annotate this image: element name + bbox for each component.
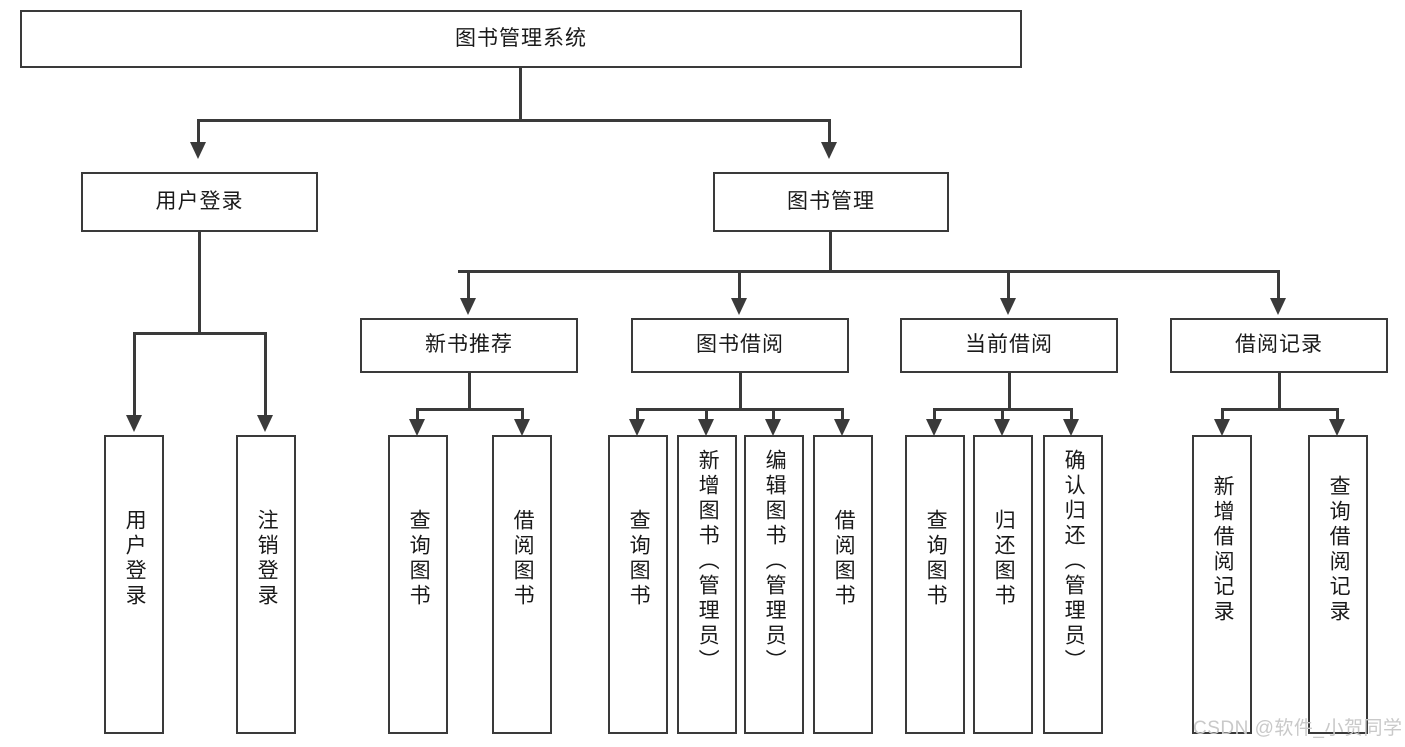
leaf-logout[interactable]: 注销登录 [236, 435, 296, 734]
leaf-query-book-2-label: 查询图书 [627, 509, 651, 609]
leaf-add-record-label: 新增借阅记录 [1211, 475, 1235, 625]
leaf-user-login-label: 用户登录 [123, 509, 147, 609]
node-user-login[interactable]: 用户登录 [81, 172, 318, 232]
leaf-query-record[interactable]: 查询借阅记录 [1308, 435, 1368, 734]
connector-user-login-bar [133, 332, 267, 335]
connector-current-borrow-stem [1008, 373, 1011, 409]
connector-book-borrow-drop-4 [841, 408, 844, 422]
arrowhead-leaf-add-book [698, 419, 714, 436]
connector-book-borrow-drop-1 [636, 408, 639, 422]
arrowhead-leaf-edit-book [765, 419, 781, 436]
connector-user-login-drop-1 [133, 332, 136, 418]
arrowhead-leaf-query-book-3 [926, 419, 942, 436]
connector-book-manage-stem [829, 232, 832, 272]
leaf-query-book-3-label: 查询图书 [924, 509, 948, 609]
arrowhead-leaf-user-login [126, 415, 142, 432]
arrowhead-leaf-query-book-1 [409, 419, 425, 436]
connector-current-borrow-drop-2 [1001, 408, 1004, 422]
leaf-query-book-2[interactable]: 查询图书 [608, 435, 668, 734]
leaf-query-book-3[interactable]: 查询图书 [905, 435, 965, 734]
leaf-confirm-return-label: 确认归还（管理员） [1062, 449, 1086, 674]
arrowhead-book-borrow [731, 298, 747, 315]
arrowhead-user-login [190, 142, 206, 159]
connector-root-to-user-login [197, 119, 200, 144]
connector-root-to-book-manage [828, 119, 831, 144]
arrowhead-leaf-confirm-return [1063, 419, 1079, 436]
connector-to-new-book-rec [467, 270, 470, 300]
connector-current-borrow-drop-1 [933, 408, 936, 422]
node-user-login-label: 用户登录 [155, 189, 244, 213]
node-new-book-rec[interactable]: 新书推荐 [360, 318, 578, 373]
arrowhead-leaf-borrow-book-1 [514, 419, 530, 436]
connector-borrow-record-drop-2 [1336, 408, 1339, 422]
node-new-book-rec-label: 新书推荐 [425, 333, 513, 357]
connector-new-book-rec-stem [468, 373, 471, 409]
connector-current-borrow-drop-3 [1070, 408, 1073, 422]
connector-new-book-rec-bar [416, 408, 524, 411]
leaf-query-record-label: 查询借阅记录 [1327, 475, 1351, 625]
arrowhead-leaf-return-book [994, 419, 1010, 436]
csdn-watermark: CSDN @软件_小贺同学 [1193, 718, 1403, 739]
connector-book-borrow-bar [636, 408, 844, 411]
node-root-label: 图书管理系统 [455, 26, 587, 50]
node-book-borrow-label: 图书借阅 [696, 333, 784, 357]
leaf-logout-label: 注销登录 [255, 509, 279, 609]
leaf-borrow-book-1-label: 借阅图书 [511, 509, 535, 609]
leaf-edit-book[interactable]: 编辑图书（管理员） [744, 435, 804, 734]
connector-book-manage-bar [458, 270, 1280, 273]
node-borrow-record-label: 借阅记录 [1235, 333, 1323, 357]
node-book-manage-label: 图书管理 [787, 189, 875, 213]
arrowhead-leaf-logout [257, 415, 273, 432]
arrowhead-leaf-borrow-book-2 [834, 419, 850, 436]
node-root[interactable]: 图书管理系统 [20, 10, 1022, 68]
node-book-borrow[interactable]: 图书借阅 [631, 318, 849, 373]
arrowhead-leaf-query-record [1329, 419, 1345, 436]
connector-root-stem [519, 68, 522, 120]
connector-borrow-record-bar [1221, 408, 1339, 411]
leaf-user-login[interactable]: 用户登录 [104, 435, 164, 734]
connector-root-bar [197, 119, 831, 122]
leaf-query-book-1-label: 查询图书 [407, 509, 431, 609]
leaf-return-book[interactable]: 归还图书 [973, 435, 1033, 734]
connector-borrow-record-stem [1278, 373, 1281, 409]
leaf-confirm-return[interactable]: 确认归还（管理员） [1043, 435, 1103, 734]
leaf-add-record[interactable]: 新增借阅记录 [1192, 435, 1252, 734]
connector-book-borrow-drop-3 [772, 408, 775, 422]
node-current-borrow[interactable]: 当前借阅 [900, 318, 1118, 373]
connector-user-login-drop-2 [264, 332, 267, 418]
leaf-add-book[interactable]: 新增图书（管理员） [677, 435, 737, 734]
arrowhead-leaf-query-book-2 [629, 419, 645, 436]
connector-book-borrow-drop-2 [705, 408, 708, 422]
connector-new-book-rec-drop-2 [521, 408, 524, 422]
node-current-borrow-label: 当前借阅 [965, 333, 1053, 357]
arrowhead-current-borrow [1000, 298, 1016, 315]
arrowhead-new-book-rec [460, 298, 476, 315]
connector-to-current-borrow [1007, 270, 1010, 300]
connector-user-login-stem [198, 232, 201, 333]
connector-borrow-record-drop-1 [1221, 408, 1224, 422]
arrowhead-borrow-record [1270, 298, 1286, 315]
node-book-manage[interactable]: 图书管理 [713, 172, 949, 232]
leaf-return-book-label: 归还图书 [992, 509, 1016, 609]
connector-book-borrow-stem [739, 373, 742, 409]
node-borrow-record[interactable]: 借阅记录 [1170, 318, 1388, 373]
connector-to-borrow-record [1277, 270, 1280, 300]
leaf-borrow-book-1[interactable]: 借阅图书 [492, 435, 552, 734]
arrowhead-book-manage [821, 142, 837, 159]
connector-new-book-rec-drop-1 [416, 408, 419, 422]
leaf-add-book-label: 新增图书（管理员） [696, 449, 720, 674]
connector-to-book-borrow [738, 270, 741, 300]
arrowhead-leaf-add-record [1214, 419, 1230, 436]
leaf-query-book-1[interactable]: 查询图书 [388, 435, 448, 734]
leaf-edit-book-label: 编辑图书（管理员） [763, 449, 787, 674]
leaf-borrow-book-2-label: 借阅图书 [832, 509, 856, 609]
leaf-borrow-book-2[interactable]: 借阅图书 [813, 435, 873, 734]
